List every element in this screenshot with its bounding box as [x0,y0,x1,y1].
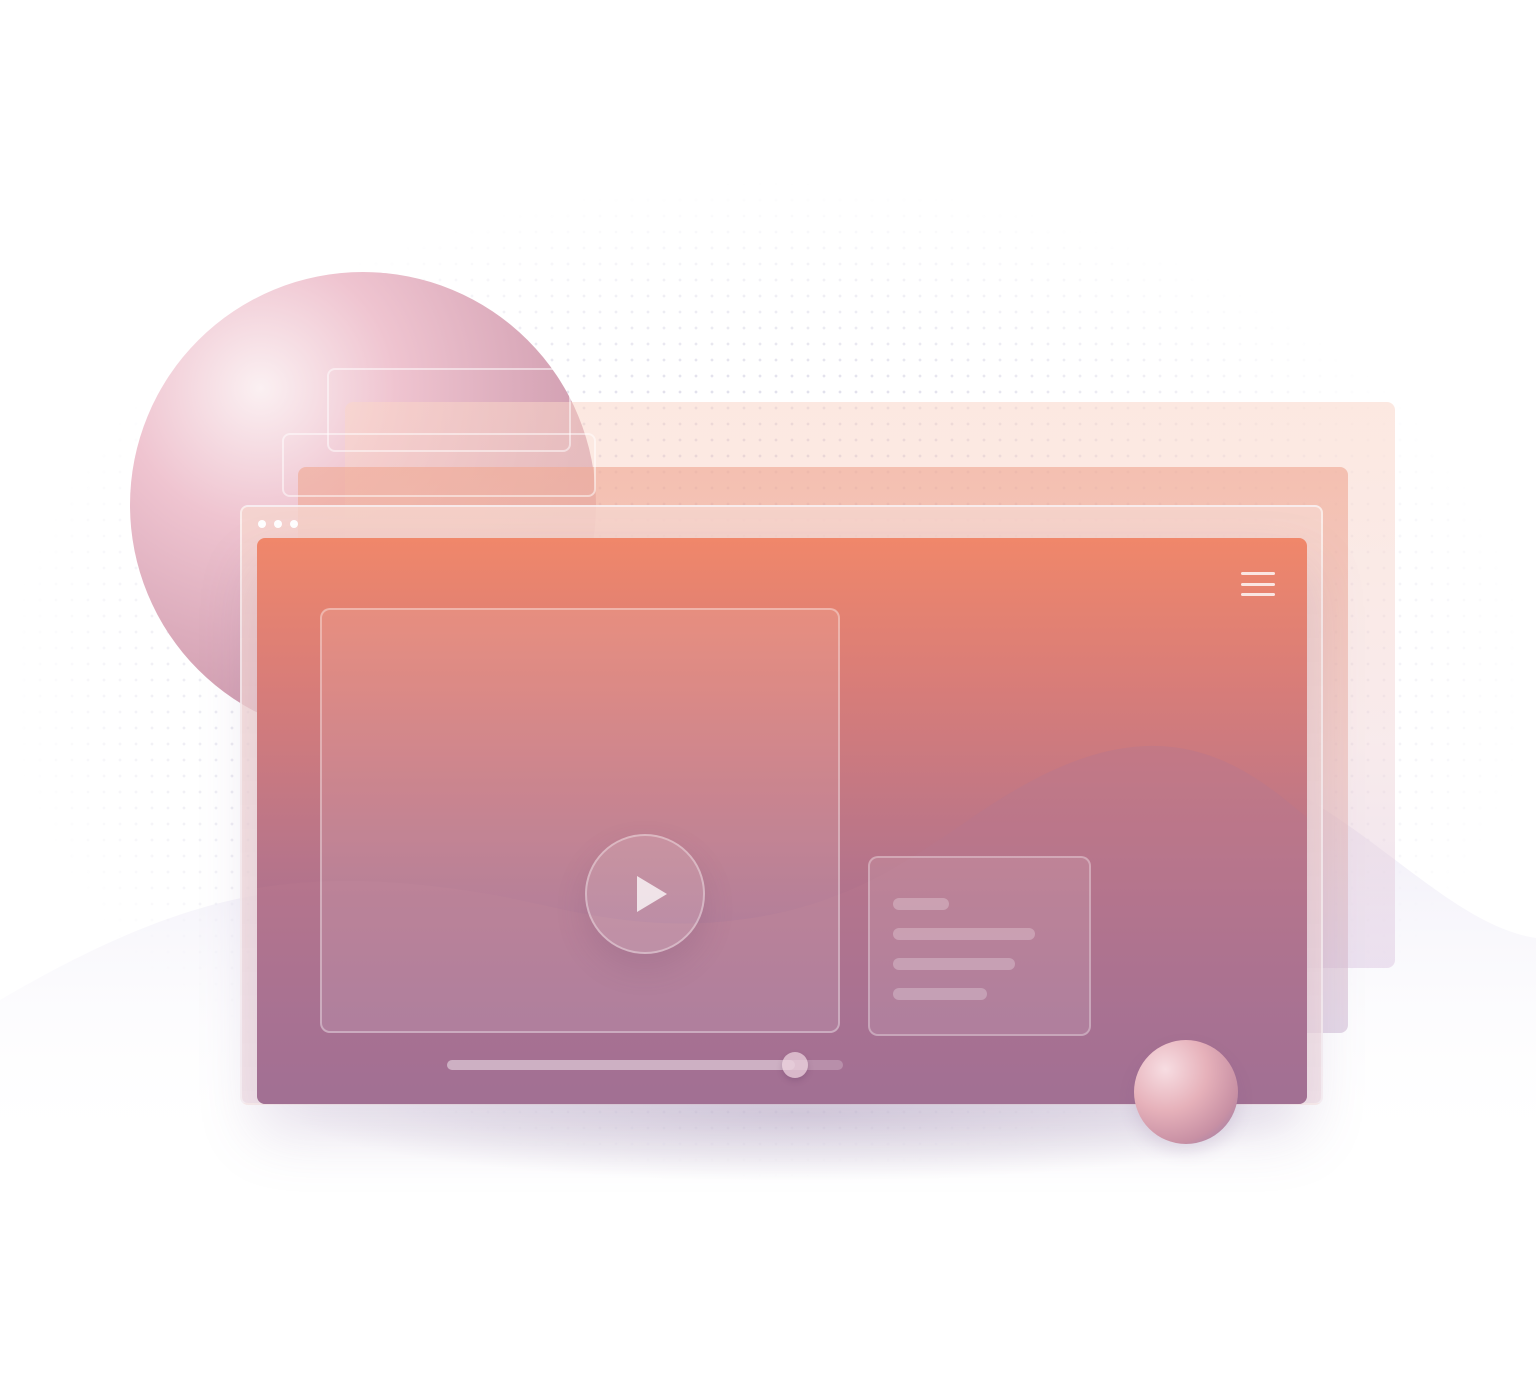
text-placeholder-line [893,958,1015,970]
play-button[interactable] [585,834,705,954]
progress-bar[interactable] [447,1052,843,1078]
video-player-card [320,608,843,1078]
window-controls [258,520,298,528]
text-placeholder-line [893,988,987,1000]
progress-handle[interactable] [782,1052,809,1078]
main-window [257,538,1307,1104]
text-placeholder-line [893,898,949,910]
window-dot [290,520,298,528]
text-placeholder-card [868,856,1091,1036]
window-dot [258,520,266,528]
text-placeholder-line [893,928,1035,940]
window-dot [274,520,282,528]
back-panel-outline [327,368,571,452]
progress-fill [447,1060,796,1070]
panel-wave [257,745,1307,1104]
hamburger-menu-icon[interactable] [1241,572,1275,596]
play-icon [637,876,667,912]
small-sphere [1134,1040,1238,1144]
back-panel-outline [282,433,596,497]
